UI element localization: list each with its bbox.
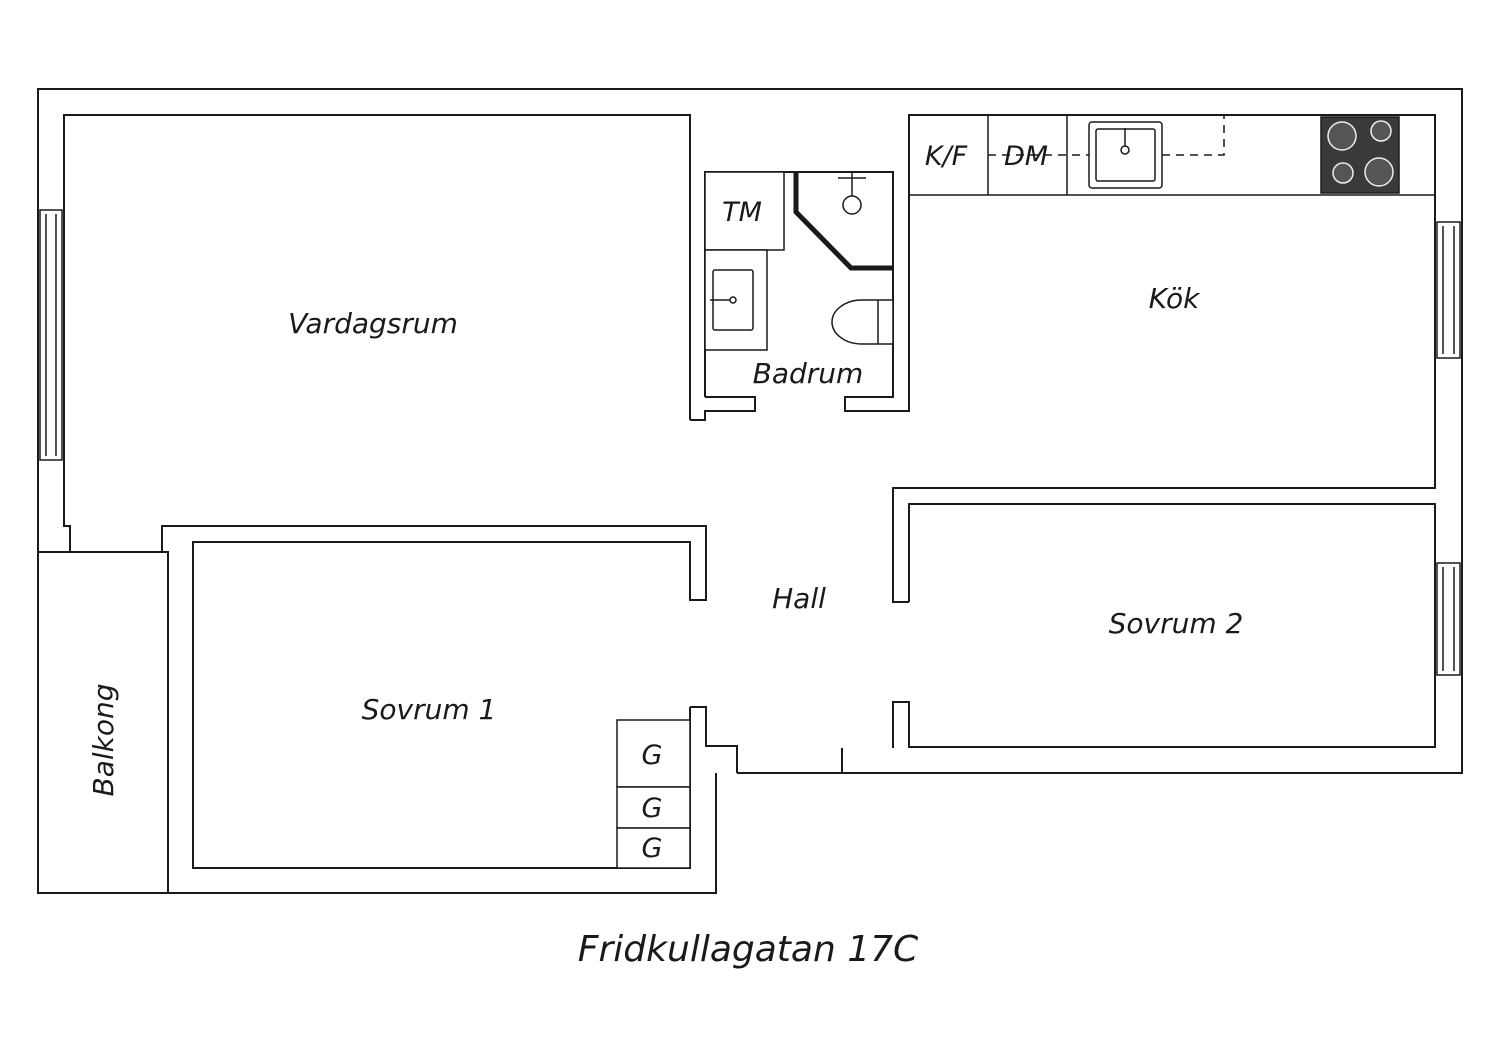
kitchen — [892, 114, 1436, 603]
wardrobe-2 — [616, 786, 691, 829]
shower-enclosure — [793, 172, 893, 271]
fixture-label-kf: K/F — [925, 141, 968, 172]
room-label-sovrum-2: Sovrum 2 — [1109, 607, 1244, 640]
address-caption: Fridkullagatan 17C — [578, 929, 919, 970]
fixture-label-g-1: G — [642, 740, 663, 771]
bedroom-2-walls — [892, 503, 1436, 748]
toilet-icon — [831, 299, 894, 345]
fixture-label-dm: DM — [1004, 141, 1048, 172]
wardrobe-3 — [616, 827, 691, 869]
fixture-label-g-3: G — [642, 833, 663, 864]
room-label-vardagsrum: Vardagsrum — [288, 307, 458, 340]
window-living-room — [39, 209, 63, 461]
bathroom — [704, 171, 910, 412]
room-label-hall: Hall — [772, 582, 826, 615]
exterior-walls — [37, 88, 1463, 894]
room-label-balkong: Balkong — [87, 683, 120, 796]
window-bedroom-2 — [1436, 562, 1461, 676]
living-room-walls — [63, 114, 691, 552]
room-label-sovrum-1: Sovrum 1 — [362, 693, 497, 726]
room-label-badrum: Badrum — [753, 357, 864, 390]
bedroom-1 — [161, 525, 707, 869]
shower-head-icon — [842, 195, 862, 215]
room-label-kok: Kök — [1149, 282, 1201, 315]
window-kitchen — [1436, 221, 1461, 359]
wardrobe-1 — [616, 719, 691, 788]
balcony-outline — [37, 551, 169, 894]
living-room-door-stub — [690, 396, 756, 421]
fixture-label-tm: TM — [722, 197, 762, 228]
washing-machine — [704, 171, 785, 251]
fixture-label-g-2: G — [642, 793, 663, 824]
